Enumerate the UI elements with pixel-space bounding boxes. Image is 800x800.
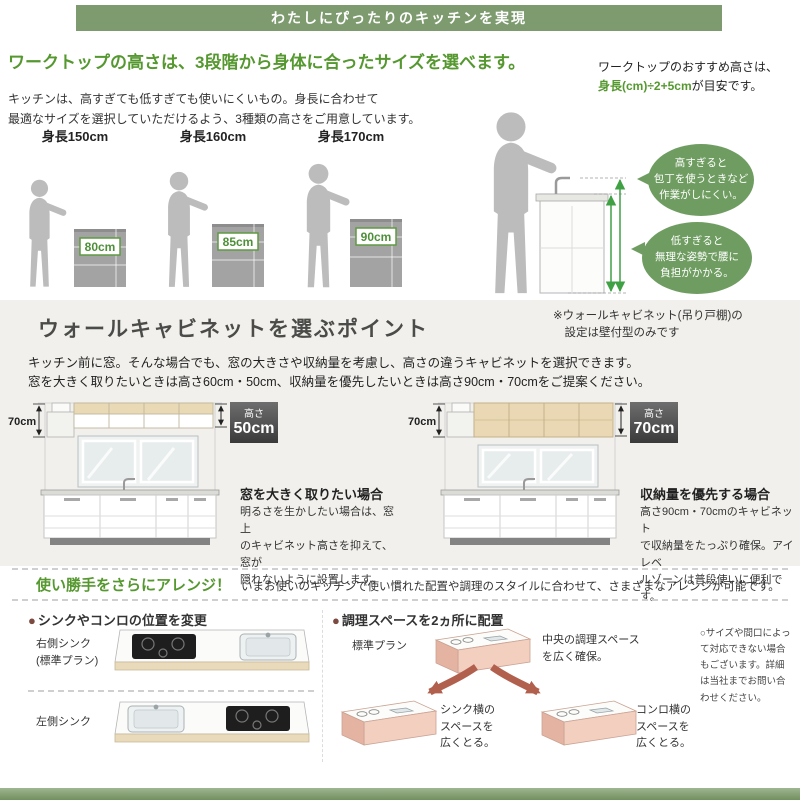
option-desc: 高さ90cm・70cmのキャビネット で収納量をたっぷり確保。アイレベ ルゾーン… bbox=[640, 506, 794, 604]
badge-label: 高さ bbox=[644, 409, 664, 420]
cabinet-height-badge: 高さ 50cm bbox=[230, 402, 278, 444]
height-figure-150: 身長150cm 80cm bbox=[6, 126, 144, 299]
bottom-green-bar bbox=[0, 788, 800, 800]
counter-height-label: 85cm bbox=[223, 235, 254, 249]
option-title: 収納量を優先する場合 bbox=[640, 487, 771, 502]
bullet-icon: ● bbox=[332, 613, 340, 628]
counter-top-view-left-sink bbox=[114, 701, 310, 743]
top-banner: わたしにぴったりのキッチンを実現 bbox=[76, 5, 722, 31]
sink-side-desc: シンク横の スペースを 広くとる。 bbox=[440, 704, 495, 749]
dim-label: 70cm bbox=[408, 416, 436, 428]
height-label: 身長150cm bbox=[41, 129, 109, 144]
stove-side-desc: コンロ横の スペースを 広くとる。 bbox=[636, 704, 691, 749]
tip-line1: ワークトップのおすすめ高さは、 bbox=[598, 60, 779, 74]
person-counter-illustration: 90cm bbox=[306, 163, 402, 288]
arrange-arrows bbox=[427, 664, 541, 696]
height-figure-160: 身長160cm 85cm bbox=[144, 126, 282, 299]
worktop-heading: ワークトップの高さは、3段階から身体に合ったサイズを選べます。 bbox=[8, 53, 526, 72]
right-sink-label: 右側シンク (標準プラン) bbox=[36, 638, 99, 667]
position-change-title: ●シンクやコンロの位置を変更 bbox=[28, 610, 207, 629]
tip-suffix: が目安です。 bbox=[691, 79, 763, 94]
too-high-callout: 高すぎると 包丁を使うときなど 作業がしにくい。 bbox=[637, 144, 754, 216]
counter-top-view-right-sink bbox=[114, 629, 310, 671]
option-desc: 明るさを生かしたい場合は、窓上 のキャビネット高さを抑えて、窓が 隠れないように… bbox=[240, 506, 394, 587]
standard-plan-desc: 中央の調理スペース を広く確保。 bbox=[542, 634, 640, 663]
cabinet-option-storage: 70cm bbox=[408, 398, 800, 603]
cabinet-title: ウォールキャビネットを選ぶポイント bbox=[38, 318, 429, 341]
kitchen-elevation-short-cabinets: 70cm bbox=[8, 402, 227, 545]
arrange-section: 使い勝手をさらにアレンジ！ いまお使いのキッチンで使い慣れた配置や調理のスタイル… bbox=[0, 566, 800, 792]
dashed-divider bbox=[12, 568, 788, 570]
cabinet-height-badge: 高さ 70cm bbox=[630, 402, 678, 444]
cabinet-option-window: 70cm bbox=[8, 398, 400, 586]
badge-label: 高さ bbox=[244, 409, 264, 420]
iso-counter-sink-side bbox=[341, 700, 437, 746]
badge-value: 50cm bbox=[233, 420, 275, 437]
dashed-divider bbox=[12, 599, 788, 601]
arrange-heading: 使い勝手をさらにアレンジ！ bbox=[36, 577, 232, 594]
bullet-icon: ● bbox=[28, 613, 36, 628]
two-spaces-label: 調理スペースを2ヵ所に配置 bbox=[341, 613, 504, 628]
size-disclaimer-note: ○サイズや間口によって対応できない場合もございます。詳細は当社までお問い合わせく… bbox=[700, 628, 791, 704]
person-at-counter-illustration bbox=[493, 112, 626, 294]
wall-cabinet-section: ウォールキャビネットを選ぶポイント ※ウォールキャビネット(吊り戸棚)の 設定は… bbox=[0, 300, 800, 603]
height-figures: 身長150cm 80cm 身長160cm bbox=[6, 126, 420, 299]
kitchen-elevation-tall-cabinets: 70cm bbox=[408, 402, 627, 545]
height-label: 身長160cm bbox=[179, 129, 247, 144]
cabinet-body: キッチン前に窓。そんな場合でも、窓の大きさや収納量を考慮し、高さの違うキャビネッ… bbox=[28, 356, 651, 390]
tip-formula: 身長(cm)÷2+5cm bbox=[598, 79, 692, 94]
person-counter-illustration: 85cm bbox=[168, 171, 264, 287]
height-label: 身長170cm bbox=[317, 129, 385, 144]
dashed-divider bbox=[28, 690, 314, 692]
too-low-callout: 低すぎると 無理な姿勢で腰に 負担がかかる。 bbox=[631, 222, 752, 294]
counter-height-label: 90cm bbox=[361, 230, 392, 244]
badge-value: 70cm bbox=[633, 420, 675, 437]
dim-label: 70cm bbox=[8, 416, 36, 428]
worktop-tip: ワークトップのおすすめ高さは、 身長(cm)÷2+5cmが目安です。 bbox=[598, 58, 800, 96]
dashed-divider bbox=[322, 610, 323, 762]
arrange-header: 使い勝手をさらにアレンジ！ いまお使いのキッチンで使い慣れた配置や調理のスタイル… bbox=[36, 574, 780, 595]
worktop-body: キッチンは、高すぎても低すぎても使いにくいもの。身長に合わせて 最適なサイズを選… bbox=[8, 92, 421, 126]
position-change-label: シンクやコンロの位置を変更 bbox=[37, 613, 207, 628]
arrange-subtext: いまお使いのキッチンで使い慣れた配置や調理のスタイルに合わせて、さまざまなアレン… bbox=[241, 581, 780, 593]
height-figure-170: 身長170cm 90cm bbox=[282, 126, 420, 299]
banner-title: わたしにぴったりのキッチンを実現 bbox=[271, 10, 527, 26]
option-title: 窓を大きく取りたい場合 bbox=[240, 487, 384, 502]
standard-plan-label: 標準プラン bbox=[352, 640, 407, 652]
two-spaces-title: ●調理スペースを2ヵ所に配置 bbox=[332, 610, 504, 629]
iso-counter-stove-side bbox=[541, 700, 637, 746]
left-sink-label: 左側シンク bbox=[36, 716, 91, 728]
worktop-height-section: ワークトップの高さは、3段階から身体に合ったサイズを選べます。 ワークトップのお… bbox=[0, 40, 800, 300]
person-counter-illustration: 80cm bbox=[29, 179, 126, 287]
counter-height-label: 80cm bbox=[85, 240, 116, 254]
cabinet-note: ※ウォールキャビネット(吊り戸棚)の 設定は壁付型のみです bbox=[553, 310, 743, 340]
